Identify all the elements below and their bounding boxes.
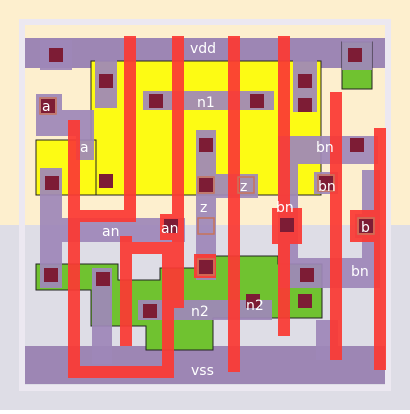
- contact: [199, 138, 213, 152]
- contact: [44, 268, 58, 282]
- metal-ndiff-left: [92, 268, 112, 364]
- net-labels: vdd vss n1 a a bn bn bn bn z z an an b n…: [42, 41, 370, 379]
- label-a-1: a: [42, 99, 51, 115]
- poly-layer: [68, 36, 386, 378]
- pin-outline-z-2: [197, 217, 215, 235]
- metal-a-stub: [76, 126, 94, 160]
- contact: [41, 99, 55, 113]
- poly-gate-4: [278, 36, 290, 336]
- pin-outline-a: [39, 97, 57, 115]
- contact: [96, 272, 110, 286]
- metal-bn-lower: [278, 258, 378, 288]
- label-vss: vss: [191, 363, 214, 379]
- pin-outline-z-3: [197, 258, 215, 276]
- label-an-1: an: [102, 224, 119, 240]
- contact: [49, 48, 63, 62]
- contact: [319, 176, 333, 190]
- pin-outline-b: [357, 217, 375, 235]
- contact: [359, 219, 373, 233]
- pin-outline-bn: [317, 174, 335, 192]
- contact: [143, 304, 157, 318]
- metal-an-left: [40, 168, 62, 288]
- contact: [298, 294, 312, 308]
- poly-gate-5: [330, 92, 342, 360]
- label-bn-2: bn: [318, 179, 336, 195]
- contact: [250, 94, 264, 108]
- contact: [300, 268, 314, 282]
- contact: [149, 94, 163, 108]
- pin-outline-z-4: [237, 176, 255, 194]
- poly-gate-6: [374, 128, 386, 370]
- contact: [199, 178, 213, 192]
- label-bn-1: bn: [316, 140, 334, 156]
- metal-z-vert: [196, 130, 216, 280]
- contacts: [41, 48, 373, 318]
- contact: [350, 138, 364, 152]
- contact: [298, 98, 312, 112]
- contact: [298, 74, 312, 88]
- label-vdd: vdd: [190, 41, 216, 57]
- contact: [348, 48, 362, 62]
- label-bn-3: bn: [276, 200, 294, 216]
- label-z-1: z: [240, 179, 247, 195]
- contact: [246, 294, 260, 308]
- contact: [99, 174, 113, 188]
- poly-gate-1: [124, 36, 136, 210]
- pin-outline-z-1: [197, 176, 215, 194]
- label-b: b: [361, 220, 370, 236]
- label-n2-1: n2: [191, 304, 209, 320]
- contact: [164, 219, 178, 233]
- label-n1: n1: [197, 95, 215, 111]
- label-n2-2: n2: [246, 298, 264, 314]
- poly-gate-2: [172, 36, 184, 308]
- cell-boundary: [19, 19, 391, 391]
- label-a-2: a: [80, 140, 89, 156]
- label-an-2: an: [161, 221, 178, 237]
- label-bn-4: bn: [351, 264, 369, 280]
- pin-markers: [39, 97, 375, 276]
- label-z-2: z: [200, 200, 207, 216]
- contact: [199, 260, 213, 274]
- contact: [99, 74, 113, 88]
- contact: [45, 176, 59, 190]
- contact: [280, 218, 294, 232]
- poly-gate-a: [68, 120, 136, 378]
- poly-gate-an: [68, 236, 174, 378]
- poly-gate-3: [228, 36, 240, 372]
